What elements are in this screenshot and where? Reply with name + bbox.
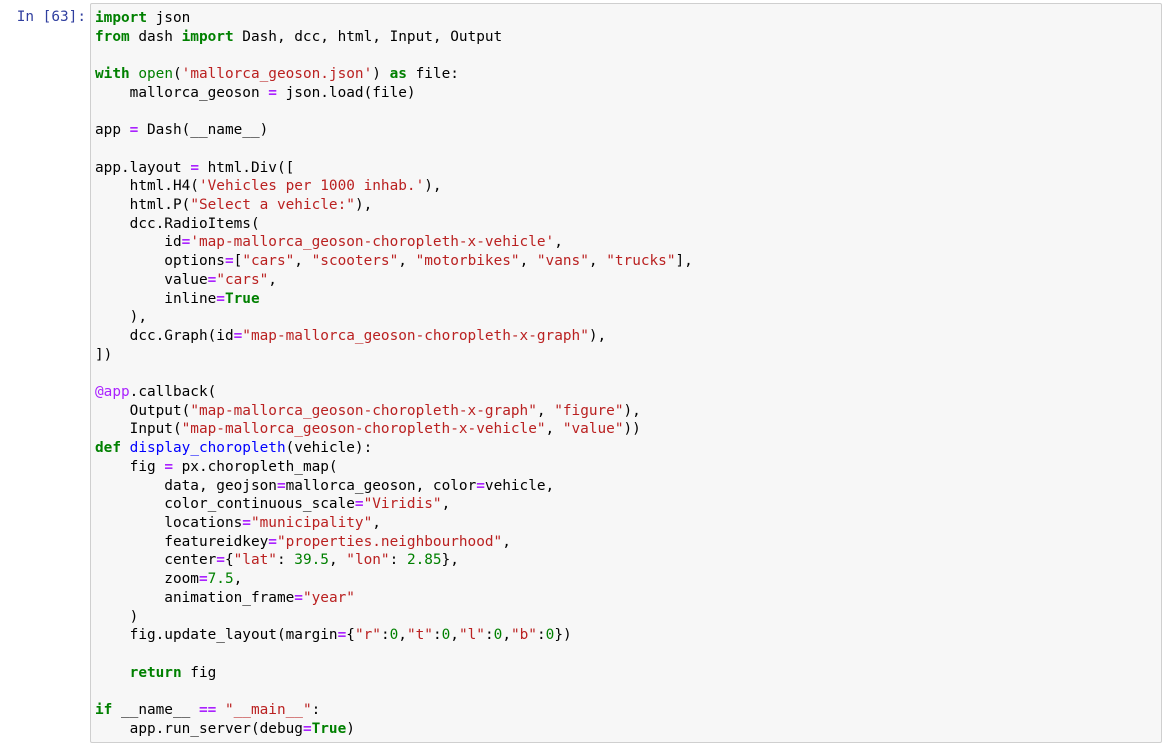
cell-prompt: In [63]: <box>16 9 86 25</box>
code-cell[interactable]: import json from dash import Dash, dcc, … <box>90 3 1162 743</box>
code-editor[interactable]: import json from dash import Dash, dcc, … <box>95 10 693 737</box>
